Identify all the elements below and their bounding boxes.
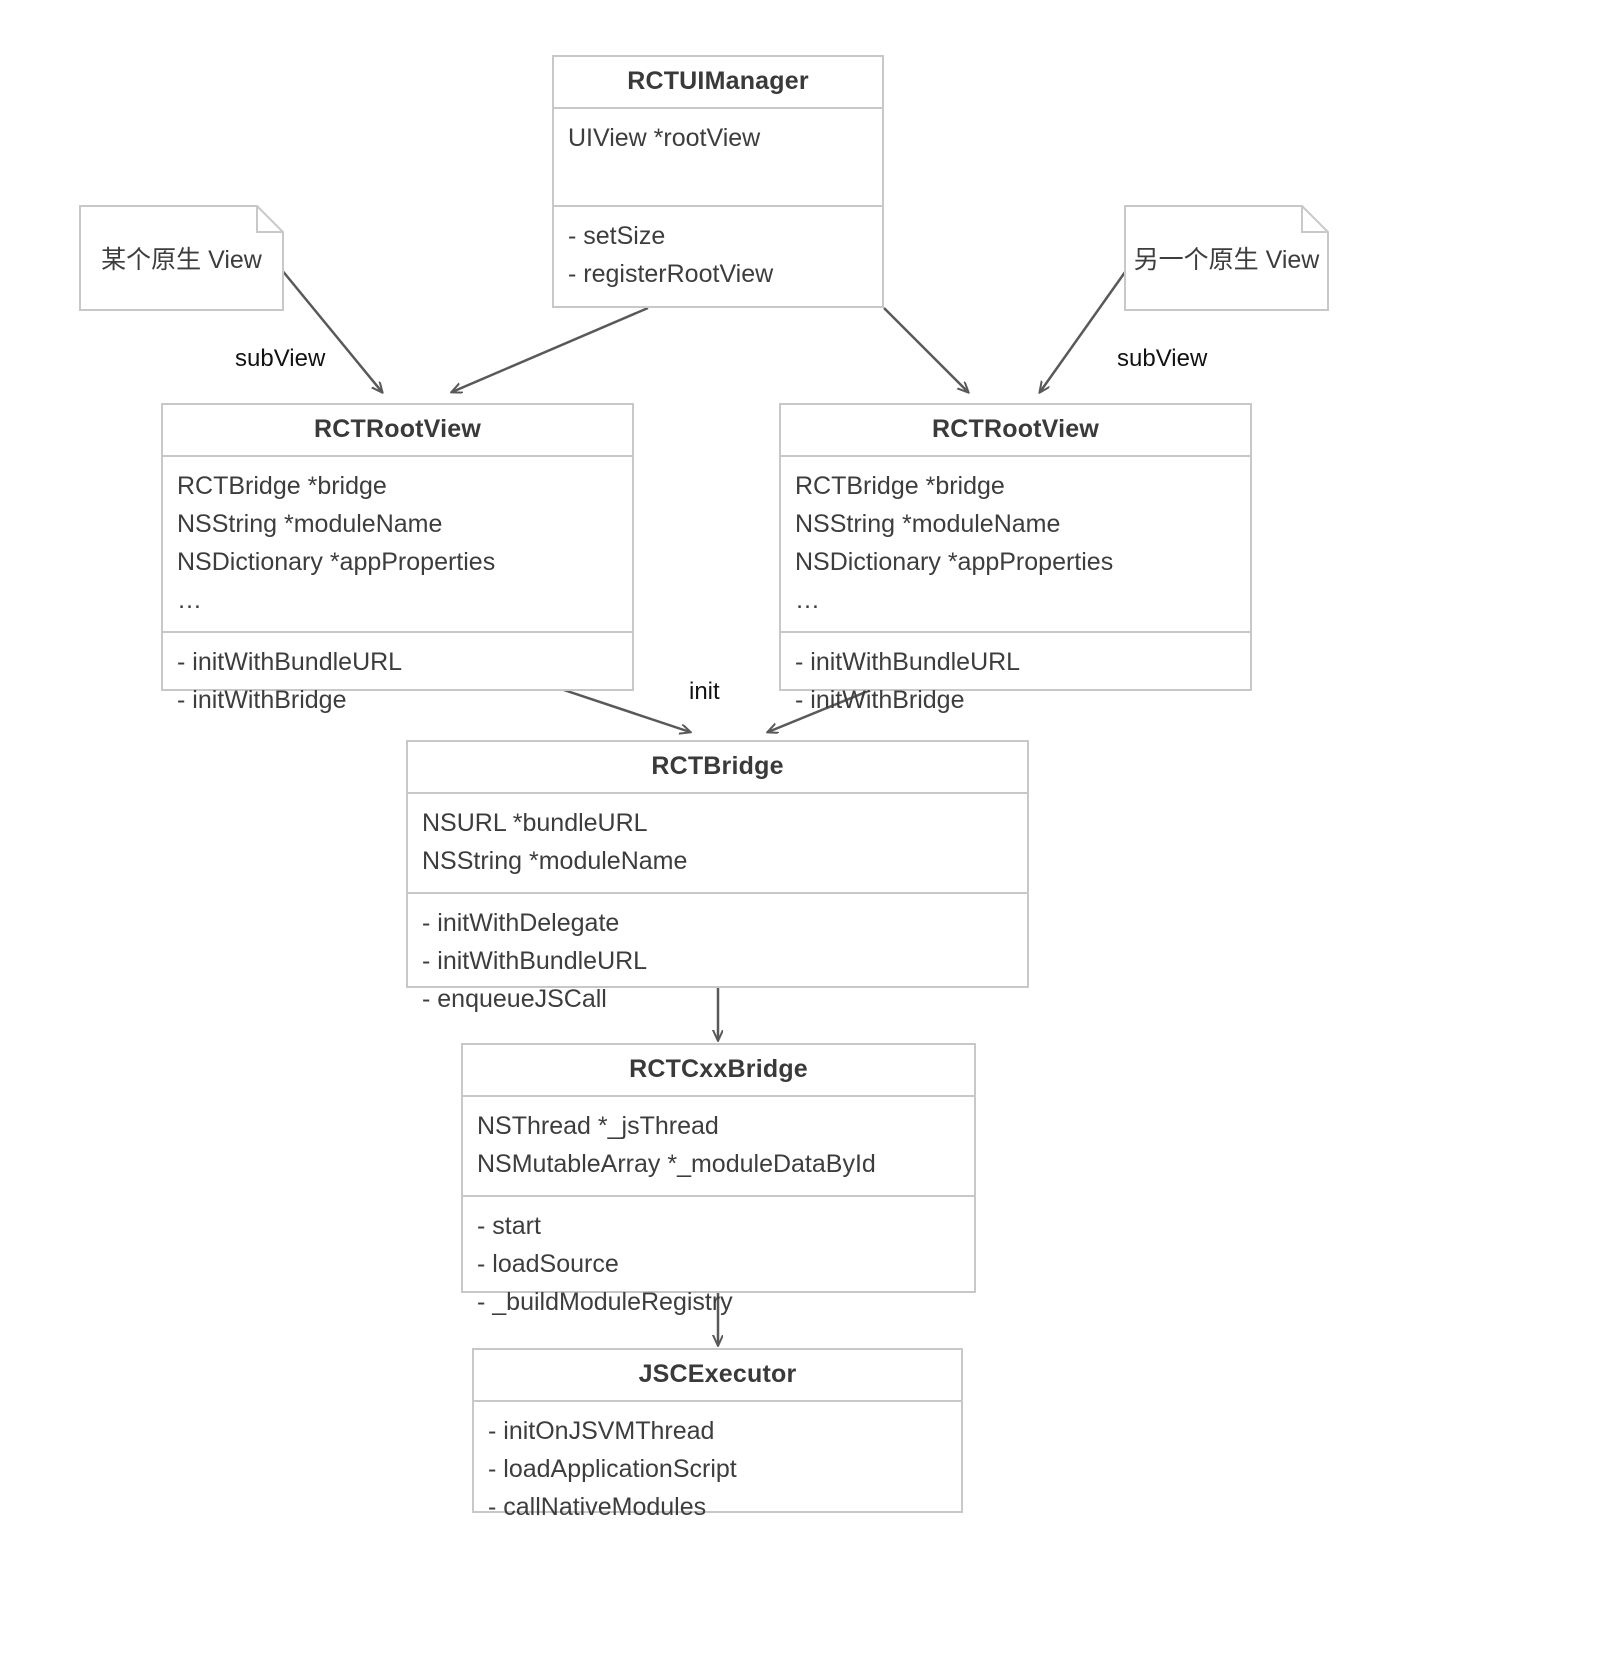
method-row: - initWithBridge: [795, 686, 965, 714]
method-row: - registerRootView: [568, 260, 774, 288]
edge-label-init: init: [689, 678, 720, 705]
class-title-rctbridge: RCTBridge: [408, 742, 1027, 794]
attribute-row: …: [795, 586, 820, 614]
method-row: - loadSource: [477, 1250, 619, 1278]
class-attributes-rctrootview-right: RCTBridge *bridge NSString *moduleName N…: [781, 457, 1250, 631]
attribute-row: NSString *moduleName: [422, 847, 688, 875]
method-row: - initWithBundleURL: [177, 648, 403, 676]
class-title-rctuimanager: RCTUIManager: [554, 57, 882, 109]
edge-uimanager-to-rootviewright: [883, 307, 968, 392]
method-row: - initOnJSVMThread: [488, 1417, 715, 1445]
attribute-row: NSDictionary *appProperties: [795, 548, 1114, 576]
class-methods-rctrootview-right: - initWithBundleURL - initWithBridge: [781, 631, 1250, 731]
attribute-row: NSThread *_jsThread: [477, 1112, 719, 1140]
method-row: - enqueueJSCall: [422, 985, 607, 1013]
class-methods-rctrootview-left: - initWithBundleURL - initWithBridge: [163, 631, 632, 731]
class-attributes-rctuimanager: UIView *rootView: [554, 109, 882, 205]
method-row: - initWithBundleURL: [795, 648, 1021, 676]
class-box-rctrootview-left[interactable]: RCTRootView RCTBridge *bridge NSString *…: [161, 403, 634, 714]
class-box-rctcxxbridge[interactable]: RCTCxxBridge NSThread *_jsThread NSMutab…: [461, 1043, 976, 1316]
method-row: - callNativeModules: [488, 1493, 707, 1521]
class-title-rctcxxbridge: RCTCxxBridge: [463, 1045, 974, 1097]
class-box-jscexecutor[interactable]: JSCExecutor - initOnJSVMThread - loadApp…: [472, 1348, 963, 1521]
method-row: - start: [477, 1212, 541, 1240]
note-some-native-view-label: 某个原生 View: [101, 246, 262, 274]
attribute-row: NSString *moduleName: [795, 510, 1061, 538]
method-row: - initWithBundleURL: [422, 947, 648, 975]
edge-label-subview-right: subView: [1117, 345, 1208, 372]
attribute-row: NSString *moduleName: [177, 510, 443, 538]
class-box-rctuimanager[interactable]: RCTUIManager UIView *rootView - setSize …: [552, 55, 884, 308]
edge-uimanager-to-rootviewleft: [452, 306, 649, 392]
class-title-rctrootview-left: RCTRootView: [163, 405, 632, 457]
attribute-row: UIView *rootView: [568, 124, 761, 152]
method-row: - _buildModuleRegistry: [477, 1288, 733, 1316]
attribute-row: NSMutableArray *_moduleDataById: [477, 1150, 876, 1178]
class-attributes-rctbridge: NSURL *bundleURL NSString *moduleName: [408, 794, 1027, 892]
method-row: - initWithDelegate: [422, 909, 620, 937]
class-methods-jscexecutor: - initOnJSVMThread - loadApplicationScri…: [474, 1402, 961, 1538]
class-title-jscexecutor: JSCExecutor: [474, 1350, 961, 1402]
class-methods-rctcxxbridge: - start - loadSource - _buildModuleRegis…: [463, 1195, 974, 1333]
edge-label-subview-left: subView: [235, 345, 326, 372]
class-title-rctrootview-right: RCTRootView: [781, 405, 1250, 457]
attribute-row: RCTBridge *bridge: [177, 472, 387, 500]
note-some-native-view: 某个原生 View: [79, 205, 284, 311]
note-another-native-view: 另一个原生 View: [1124, 205, 1329, 311]
attribute-row: RCTBridge *bridge: [795, 472, 1005, 500]
method-row: - setSize: [568, 222, 666, 250]
method-row: - initWithBridge: [177, 686, 347, 714]
class-methods-rctuimanager: - setSize - registerRootView: [554, 205, 882, 306]
class-box-rctrootview-right[interactable]: RCTRootView RCTBridge *bridge NSString *…: [779, 403, 1252, 714]
class-attributes-rctrootview-left: RCTBridge *bridge NSString *moduleName N…: [163, 457, 632, 631]
attribute-row: …: [177, 586, 202, 614]
attribute-row: NSDictionary *appProperties: [177, 548, 496, 576]
class-attributes-rctcxxbridge: NSThread *_jsThread NSMutableArray *_mod…: [463, 1097, 974, 1195]
method-row: - loadApplicationScript: [488, 1455, 737, 1483]
note-another-native-view-label: 另一个原生 View: [1133, 246, 1320, 274]
attribute-row: NSURL *bundleURL: [422, 809, 648, 837]
class-methods-rctbridge: - initWithDelegate - initWithBundleURL -…: [408, 892, 1027, 1030]
class-box-rctbridge[interactable]: RCTBridge NSURL *bundleURL NSString *mod…: [406, 740, 1029, 1013]
